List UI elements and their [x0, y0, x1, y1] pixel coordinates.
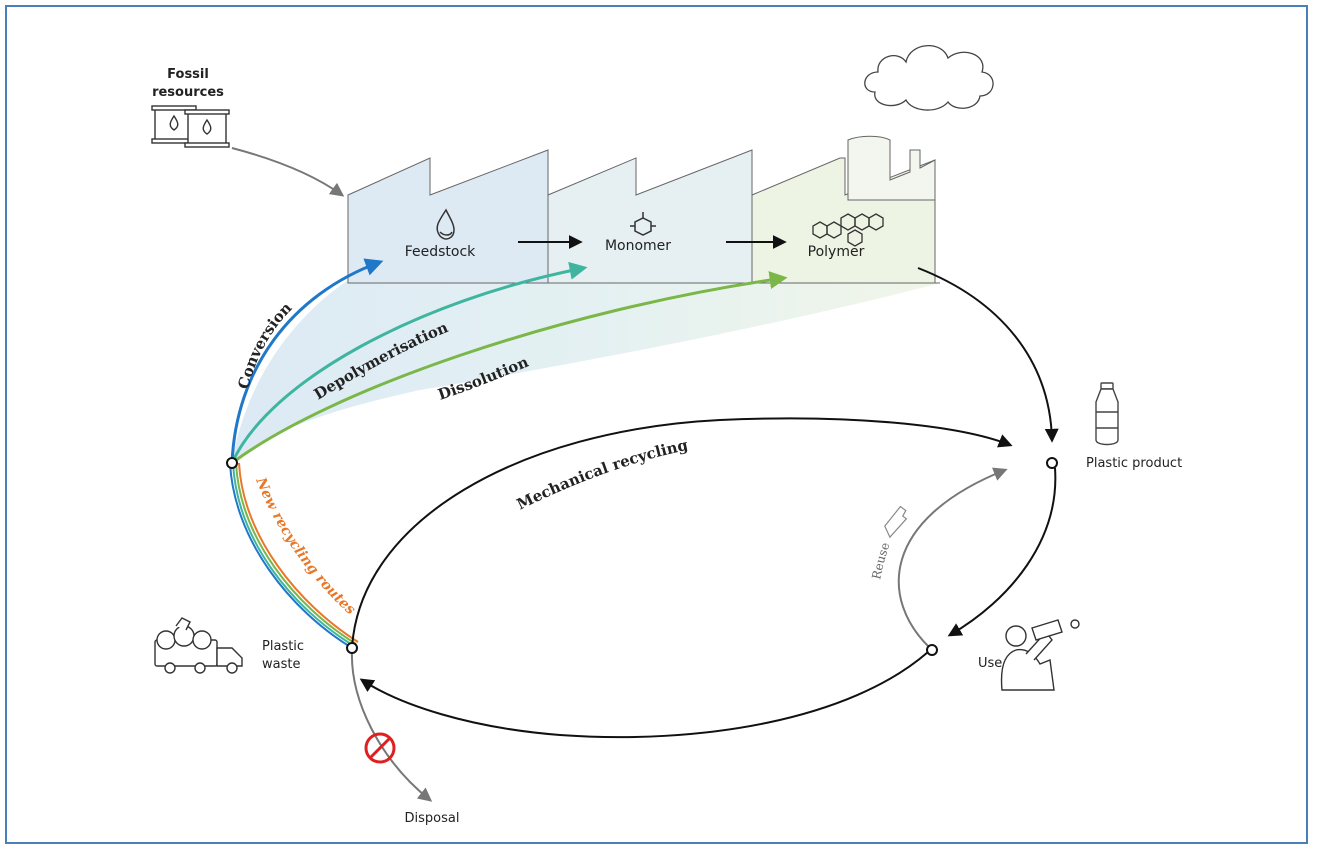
use-to-waste-arrow — [359, 651, 929, 739]
plastic-product-node — [1046, 457, 1058, 469]
cloud-icon — [864, 45, 994, 111]
product-to-use-arrow — [947, 467, 1057, 637]
droplet-icon — [436, 208, 455, 240]
new-recycling-route-orange — [238, 462, 359, 643]
person-drinking-icon — [1000, 619, 1080, 691]
factory — [347, 135, 940, 284]
fossil-label-line1: Fossil — [167, 67, 209, 82]
new-recycling-routes-label: New recycling routes — [252, 474, 358, 618]
plastic-waste-label-line2: waste — [262, 657, 300, 672]
branch-node — [226, 457, 238, 469]
mechanical-recycling-arrow — [351, 417, 1013, 649]
recycling-fan-shading — [232, 262, 940, 463]
mechanical-recycling-label: Mechanical recycling — [514, 436, 690, 514]
prohibited-icon — [364, 732, 396, 764]
fossil-to-factory-arrow — [231, 147, 345, 197]
use-label: Use — [978, 656, 1002, 671]
depolymerisation-route — [230, 261, 588, 464]
use-node — [926, 644, 938, 656]
new-recycling-route-teal — [232, 462, 355, 647]
conversion-route — [230, 258, 384, 464]
garbage-truck-icon — [154, 617, 243, 674]
polymer-icon — [812, 213, 884, 247]
reuse-label: Reuse — [869, 541, 892, 581]
waste-to-disposal-arrow — [350, 649, 433, 802]
feedstock-label: Feedstock — [405, 244, 476, 260]
plastic-product-label: Plastic product — [1086, 456, 1182, 471]
monomer-label: Monomer — [605, 238, 671, 254]
disposal-label: Disposal — [405, 811, 460, 826]
reuse-arrow — [897, 467, 1008, 649]
bottle-icon — [1095, 382, 1119, 446]
polymer-label: Polymer — [808, 244, 865, 260]
plastic-waste-node — [346, 642, 358, 654]
fossil-label-line2: resources — [152, 85, 224, 100]
monomer-icon — [630, 212, 656, 236]
oil-barrels-icon — [151, 105, 230, 148]
plastic-waste-label-line1: Plastic — [262, 639, 304, 654]
dissolution-route — [231, 271, 788, 465]
small-bottle-icon — [884, 505, 908, 539]
new-recycling-route-blue — [229, 462, 353, 649]
polymer-to-product-arrow — [917, 267, 1059, 443]
diagram-frame — [5, 5, 1308, 844]
new-recycling-route-green — [235, 462, 357, 645]
